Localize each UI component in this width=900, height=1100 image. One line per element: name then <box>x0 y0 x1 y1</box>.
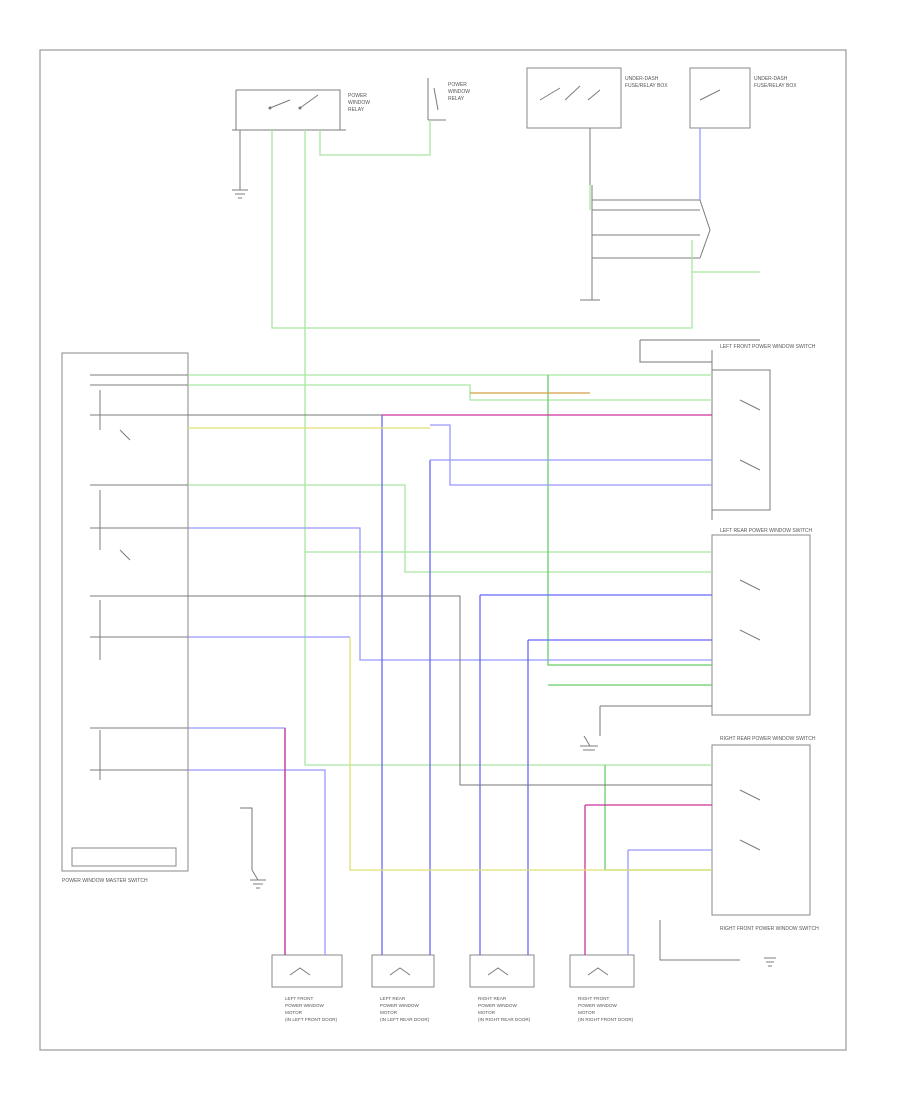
ground-4 <box>659 920 776 967</box>
svg-text:POWER: POWER <box>348 93 367 99</box>
wire-light-blue-15 <box>188 769 326 955</box>
svg-text:(IN LEFT FRONT DOOR): (IN LEFT FRONT DOOR) <box>285 1017 338 1022</box>
wire-green-9 <box>547 375 712 666</box>
wire-light-green-2 <box>319 120 431 156</box>
wire-black-30 <box>188 595 712 786</box>
svg-text:POWER WINDOW: POWER WINDOW <box>380 1003 419 1008</box>
svg-text:FUSE/RELAY BOX: FUSE/RELAY BOX <box>754 83 797 89</box>
svg-text:WINDOW: WINDOW <box>448 89 470 95</box>
svg-text:RIGHT FRONT: RIGHT FRONT <box>578 996 609 1001</box>
svg-text:RIGHT REAR: RIGHT REAR <box>478 996 507 1001</box>
rf-switch-label: RIGHT FRONT POWER WINDOW SWITCH <box>720 926 819 932</box>
diagram-frame <box>39 49 847 1051</box>
fuse-relay-box-1 <box>526 67 622 185</box>
master-switch-label: POWER WINDOW MASTER SWITCH <box>62 878 148 884</box>
lf-switch-label: LEFT FRONT POWER WINDOW SWITCH <box>720 344 816 350</box>
svg-text:MOTOR: MOTOR <box>380 1010 398 1015</box>
fuse-box-2-label: UNDER-DASH FUSE/RELAY BOX <box>754 76 797 89</box>
wire-light-green-7 <box>188 484 712 573</box>
wire-light-green-6 <box>188 384 712 401</box>
wire-black-32 <box>639 339 760 363</box>
power-window-relay-3 <box>580 185 711 301</box>
svg-text:FUSE/RELAY BOX: FUSE/RELAY BOX <box>625 83 668 89</box>
svg-text:POWER WINDOW: POWER WINDOW <box>285 1003 324 1008</box>
wiring <box>188 120 760 955</box>
right-front-motor <box>569 954 635 988</box>
right-front-motor-label: RIGHT FRONT POWER WINDOW MOTOR (IN RIGHT… <box>578 996 634 1022</box>
svg-text:UNDER-DASH: UNDER-DASH <box>754 76 788 82</box>
left-front-motor <box>271 954 343 988</box>
svg-text:(IN RIGHT FRONT DOOR): (IN RIGHT FRONT DOOR) <box>578 1017 634 1022</box>
wire-light-blue-12 <box>188 527 712 661</box>
svg-text:RELAY: RELAY <box>348 107 365 113</box>
svg-text:WINDOW: WINDOW <box>348 100 370 106</box>
left-front-motor-label: LEFT FRONT POWER WINDOW MOTOR (IN LEFT F… <box>285 996 338 1022</box>
right-rear-motor <box>469 954 535 988</box>
svg-text:(IN LEFT REAR DOOR): (IN LEFT REAR DOOR) <box>380 1017 430 1022</box>
right-rear-motor-label: RIGHT REAR POWER WINDOW MOTOR (IN RIGHT … <box>478 996 531 1022</box>
svg-text:LEFT REAR: LEFT REAR <box>380 996 406 1001</box>
wire-black-33 <box>599 705 712 736</box>
left-front-window-switch <box>711 350 771 520</box>
svg-text:MOTOR: MOTOR <box>478 1010 496 1015</box>
right-rear-window-switch <box>711 744 811 916</box>
wire-green-11 <box>604 765 712 871</box>
wire-blue-21 <box>527 639 712 955</box>
ground-1 <box>232 130 248 199</box>
svg-text:POWER: POWER <box>448 82 467 88</box>
wire-blue-20 <box>479 594 712 955</box>
wire-red-violet-25 <box>584 804 712 955</box>
power-window-relay-1 <box>232 89 346 131</box>
wire-light-blue-22 <box>627 849 712 955</box>
relay-1-label: POWER WINDOW RELAY <box>348 93 370 113</box>
wire-yellow-28 <box>349 637 712 871</box>
left-rear-motor <box>371 954 435 988</box>
wire-light-green-0 <box>271 130 693 329</box>
ground-3 <box>580 735 598 751</box>
wire-light-blue-18 <box>430 424 712 486</box>
svg-text:MOTOR: MOTOR <box>285 1010 303 1015</box>
svg-text:POWER WINDOW: POWER WINDOW <box>578 1003 617 1008</box>
fuse-box-1-label: UNDER-DASH FUSE/RELAY BOX <box>625 76 668 89</box>
left-rear-window-switch <box>711 534 811 716</box>
svg-text:UNDER-DASH: UNDER-DASH <box>625 76 659 82</box>
relay-2-label: POWER WINDOW RELAY <box>448 82 470 102</box>
wire-light-green-1 <box>304 130 712 766</box>
svg-text:(IN RIGHT REAR DOOR): (IN RIGHT REAR DOOR) <box>478 1017 531 1022</box>
svg-text:RELAY: RELAY <box>448 96 465 102</box>
svg-text:MOTOR: MOTOR <box>578 1010 596 1015</box>
power-window-master-switch <box>61 352 189 872</box>
svg-text:POWER WINDOW: POWER WINDOW <box>478 1003 517 1008</box>
svg-text:LEFT FRONT: LEFT FRONT <box>285 996 313 1001</box>
left-rear-motor-label: LEFT REAR POWER WINDOW MOTOR (IN LEFT RE… <box>380 996 430 1022</box>
lr-switch-label: LEFT REAR POWER WINDOW SWITCH <box>720 528 813 534</box>
wire-light-blue-14 <box>188 727 286 955</box>
fuse-relay-box-2 <box>689 67 751 129</box>
rr-switch-label: RIGHT REAR POWER WINDOW SWITCH <box>720 736 816 742</box>
ground-2 <box>250 869 266 889</box>
power-window-relay-2 <box>427 78 446 121</box>
wire-black-34 <box>240 807 253 870</box>
